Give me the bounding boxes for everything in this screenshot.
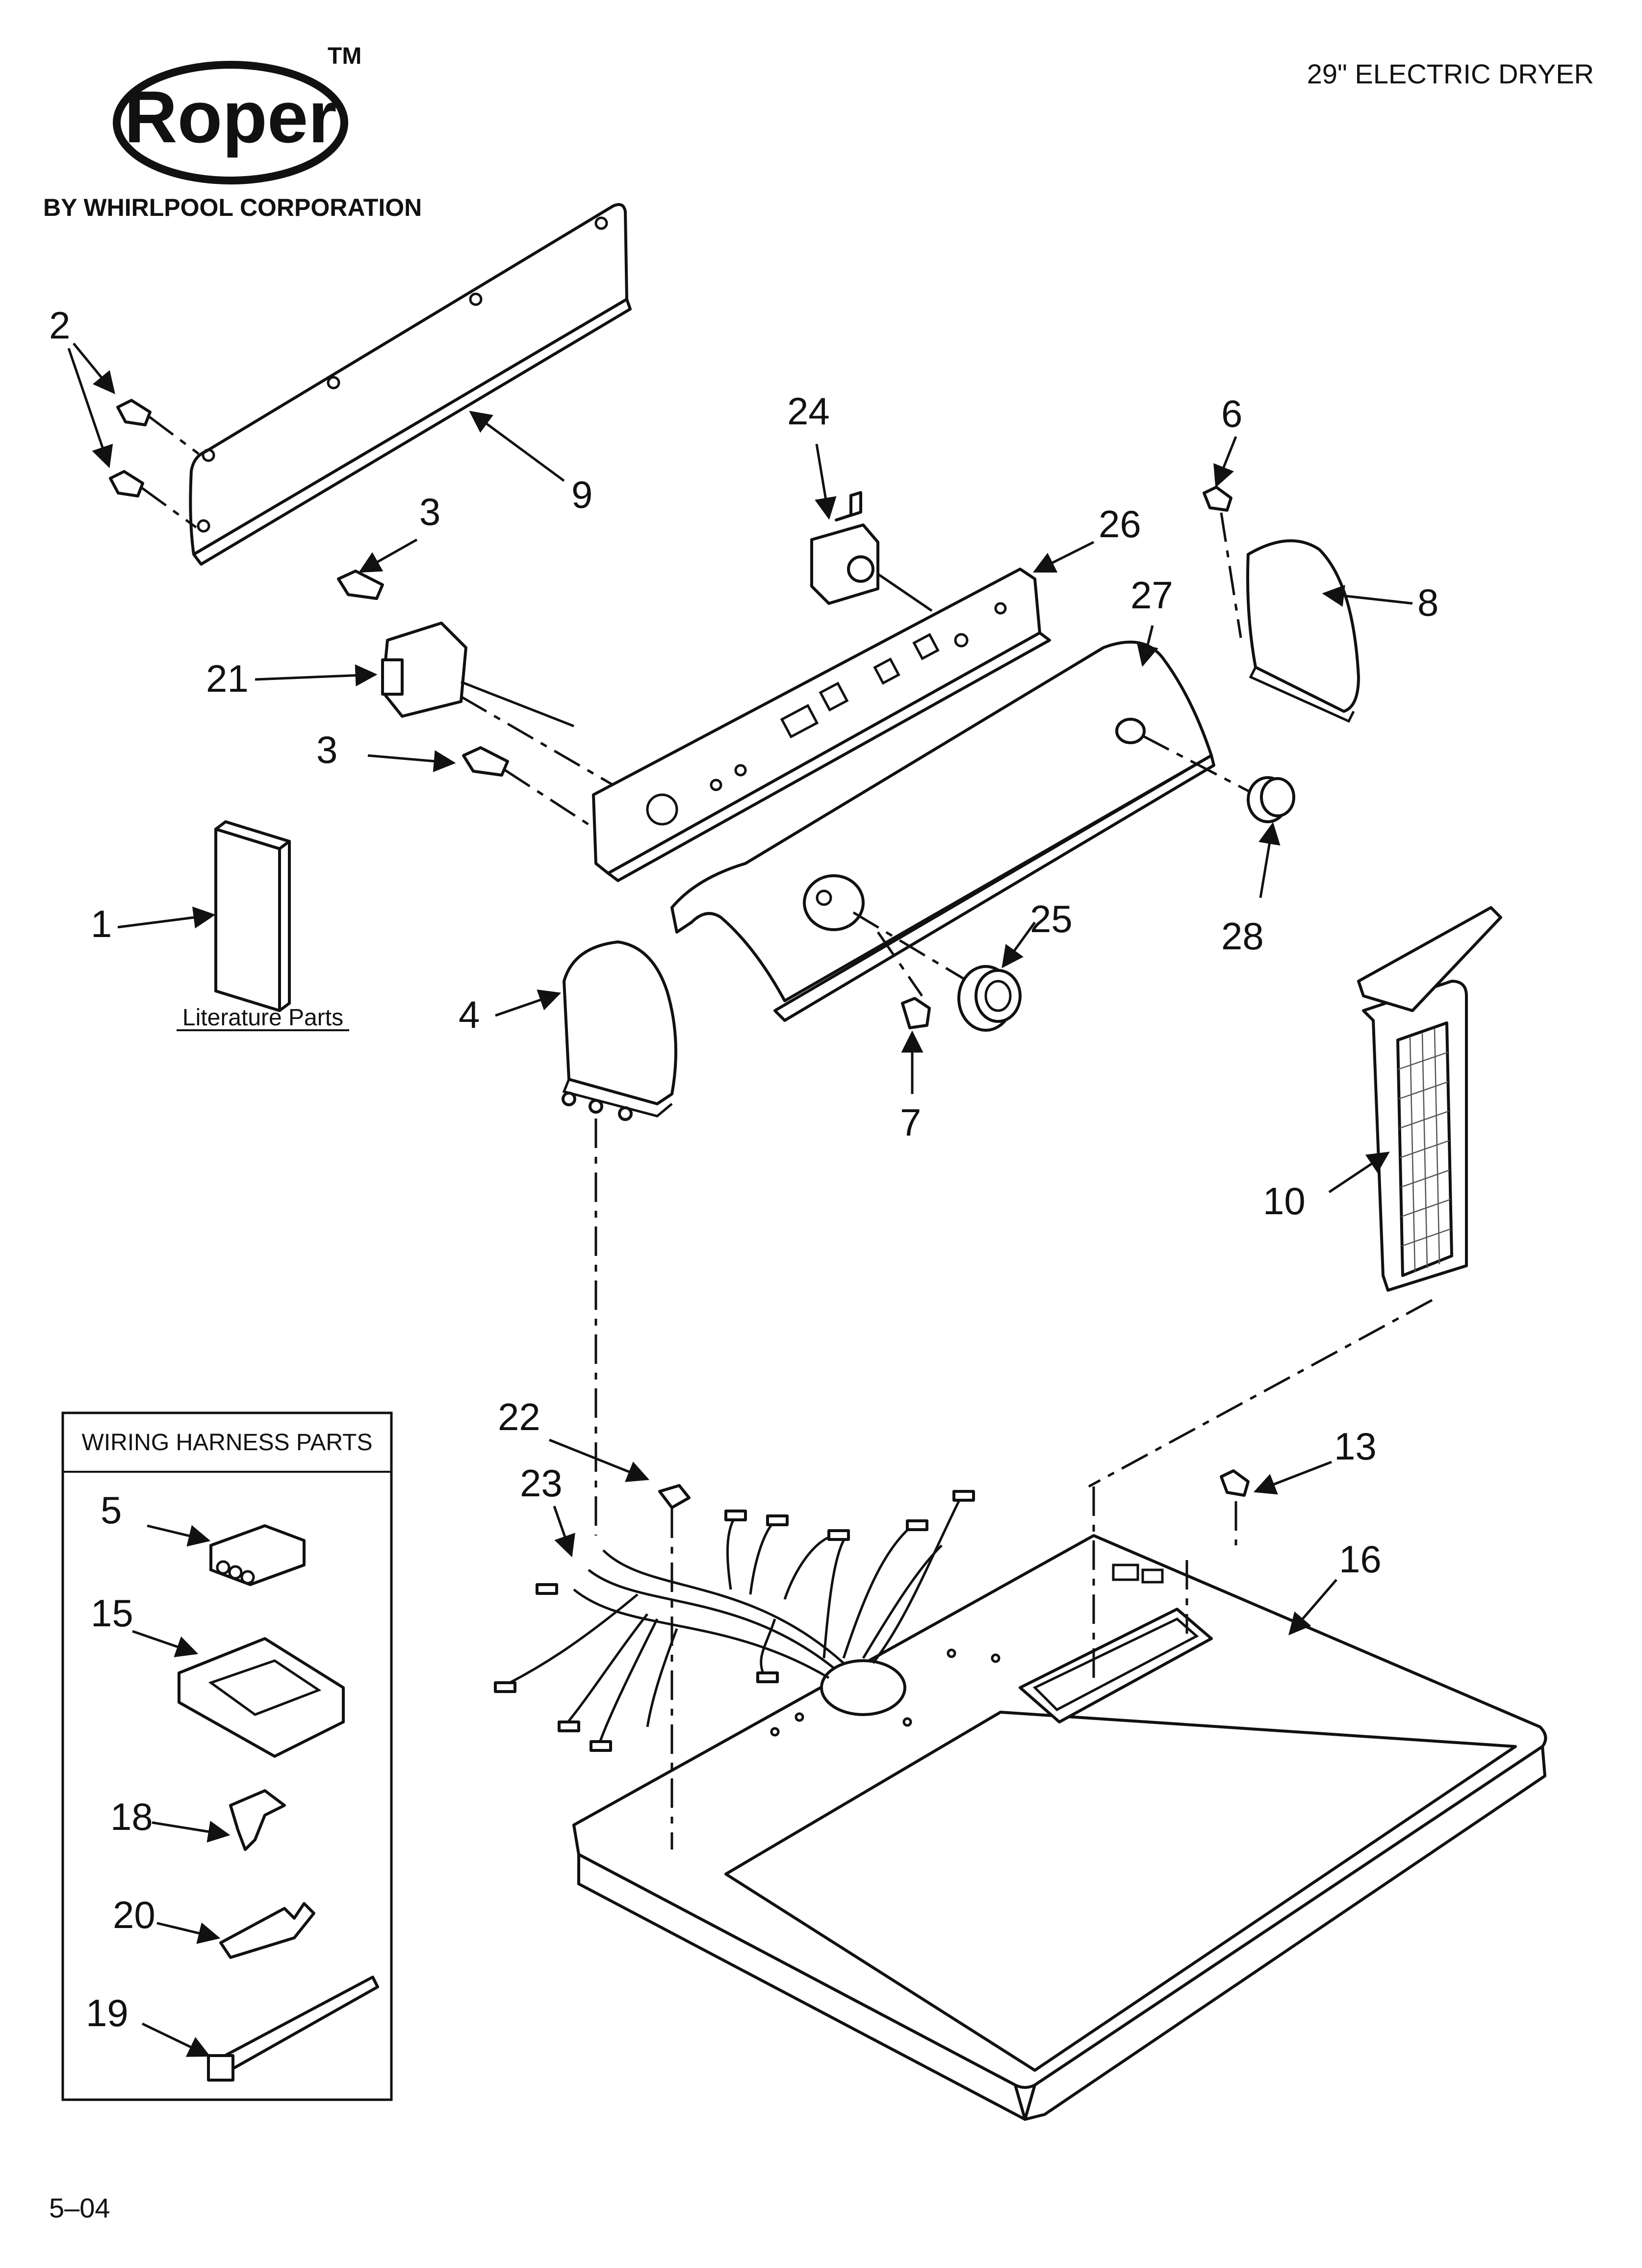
- callout-26: 26: [1099, 502, 1141, 546]
- part-knob-28: [1247, 776, 1295, 823]
- part-rear-console-panel: [189, 203, 632, 566]
- harness-box-title: WIRING HARNESS PARTS: [82, 1430, 373, 1456]
- callout-28: 28: [1221, 914, 1264, 958]
- part-wiring-harness-23: [494, 1484, 975, 1850]
- cable-tie-19-shape: [214, 1976, 379, 2074]
- wiring-harness-parts-box: WIRING HARNESS PARTS: [61, 1411, 393, 2101]
- callout-8: 8: [1417, 581, 1438, 624]
- part-screw-6: [1203, 486, 1242, 638]
- callout-20: 20: [113, 1893, 155, 1936]
- part-literature-1: [214, 820, 291, 1012]
- part-top-panel-16: [572, 1486, 1547, 2121]
- callout-13: 13: [1334, 1425, 1377, 1468]
- literature-parts-label: Literature Parts: [182, 1005, 343, 1031]
- callout-5: 5: [101, 1488, 122, 1532]
- terminal-20-shape: [219, 1902, 315, 1959]
- part-screws-3: [337, 570, 604, 835]
- terminal-block-15-shape: [178, 1637, 345, 1758]
- callout-2: 2: [49, 304, 70, 347]
- part-screw-7: [901, 997, 931, 1029]
- callout-18: 18: [110, 1795, 153, 1838]
- callout-1: 1: [91, 902, 112, 945]
- callout-16: 16: [1339, 1538, 1382, 1581]
- part-timer-24: [810, 491, 933, 612]
- part-console-27: [670, 640, 1257, 1022]
- part-control-bracket-26: [592, 568, 1051, 882]
- brand-wordmark: Roper: [124, 76, 336, 158]
- maker-line: BY WHIRLPOOL CORPORATION: [43, 194, 422, 221]
- callout-23: 23: [520, 1461, 563, 1505]
- callout-15: 15: [91, 1591, 133, 1635]
- part-lint-screen-10: [1088, 906, 1502, 1488]
- part-screw-13: [1220, 1469, 1250, 1545]
- callout-27: 27: [1130, 574, 1173, 617]
- callout-25: 25: [1030, 897, 1073, 940]
- clip-18-shape: [229, 1789, 286, 1851]
- callout-6: 6: [1221, 392, 1242, 435]
- footer-code: 5–04: [49, 2192, 110, 2223]
- roper-logo: Roper TM: [113, 43, 361, 184]
- callout-22: 22: [498, 1395, 540, 1438]
- trademark-mark: TM: [328, 43, 361, 69]
- callout-3-upper: 3: [419, 490, 440, 533]
- model-title: 29" ELECTRIC DRYER: [1307, 58, 1594, 89]
- callout-7: 7: [900, 1101, 921, 1144]
- part-end-cap-4: [562, 940, 677, 1536]
- part-knob-25: [957, 965, 1022, 1032]
- callout-19: 19: [86, 1991, 128, 2034]
- callout-3-lower: 3: [316, 728, 337, 771]
- part-end-cap-8: [1246, 539, 1360, 723]
- callout-10: 10: [1263, 1179, 1306, 1223]
- part-switch-21: [381, 622, 614, 786]
- callout-labels: 2 9 3 3 21 24 26 27 6 8 28 25 7 4 1 10 1…: [49, 304, 1438, 2034]
- part-screws-2: [109, 399, 200, 529]
- callout-9: 9: [571, 473, 592, 516]
- callout-4: 4: [459, 993, 480, 1036]
- callout-arrows: [67, 342, 1413, 2057]
- connector-5-shape: [209, 1524, 306, 1586]
- callout-21: 21: [206, 657, 249, 700]
- callout-24: 24: [787, 390, 830, 433]
